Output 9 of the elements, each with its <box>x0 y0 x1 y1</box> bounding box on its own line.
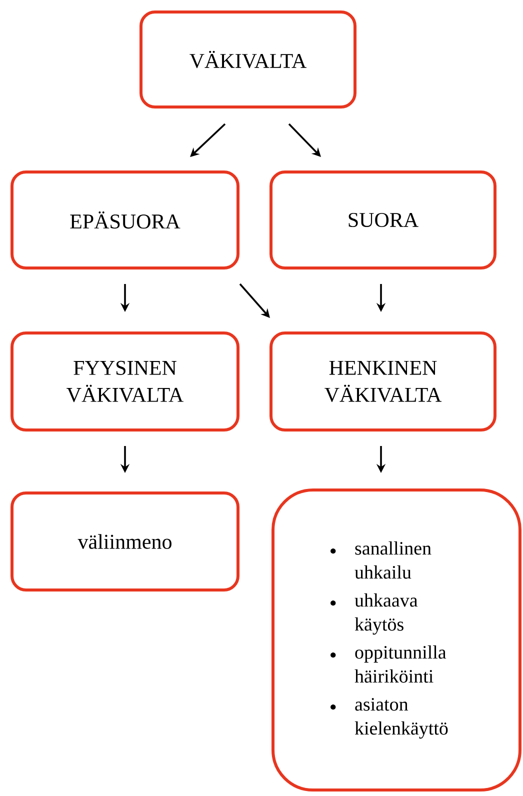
arrow <box>190 123 226 157</box>
category-box: FYYSINEN VÄKIVALTA <box>10 332 240 432</box>
list-box: sanallinen uhkailu uhkaava käytös oppitunnilla häiriköinti asiaton kielenkäyttö <box>272 488 522 792</box>
arrow <box>288 123 321 157</box>
category-box: EPÄSUORA <box>10 170 240 270</box>
category-box: VÄKIVALTA <box>140 10 356 108</box>
category-box: HENKINEN VÄKIVALTA <box>270 332 496 432</box>
category-box: SUORA <box>270 170 496 270</box>
category-box: väliinmeno <box>10 492 240 592</box>
